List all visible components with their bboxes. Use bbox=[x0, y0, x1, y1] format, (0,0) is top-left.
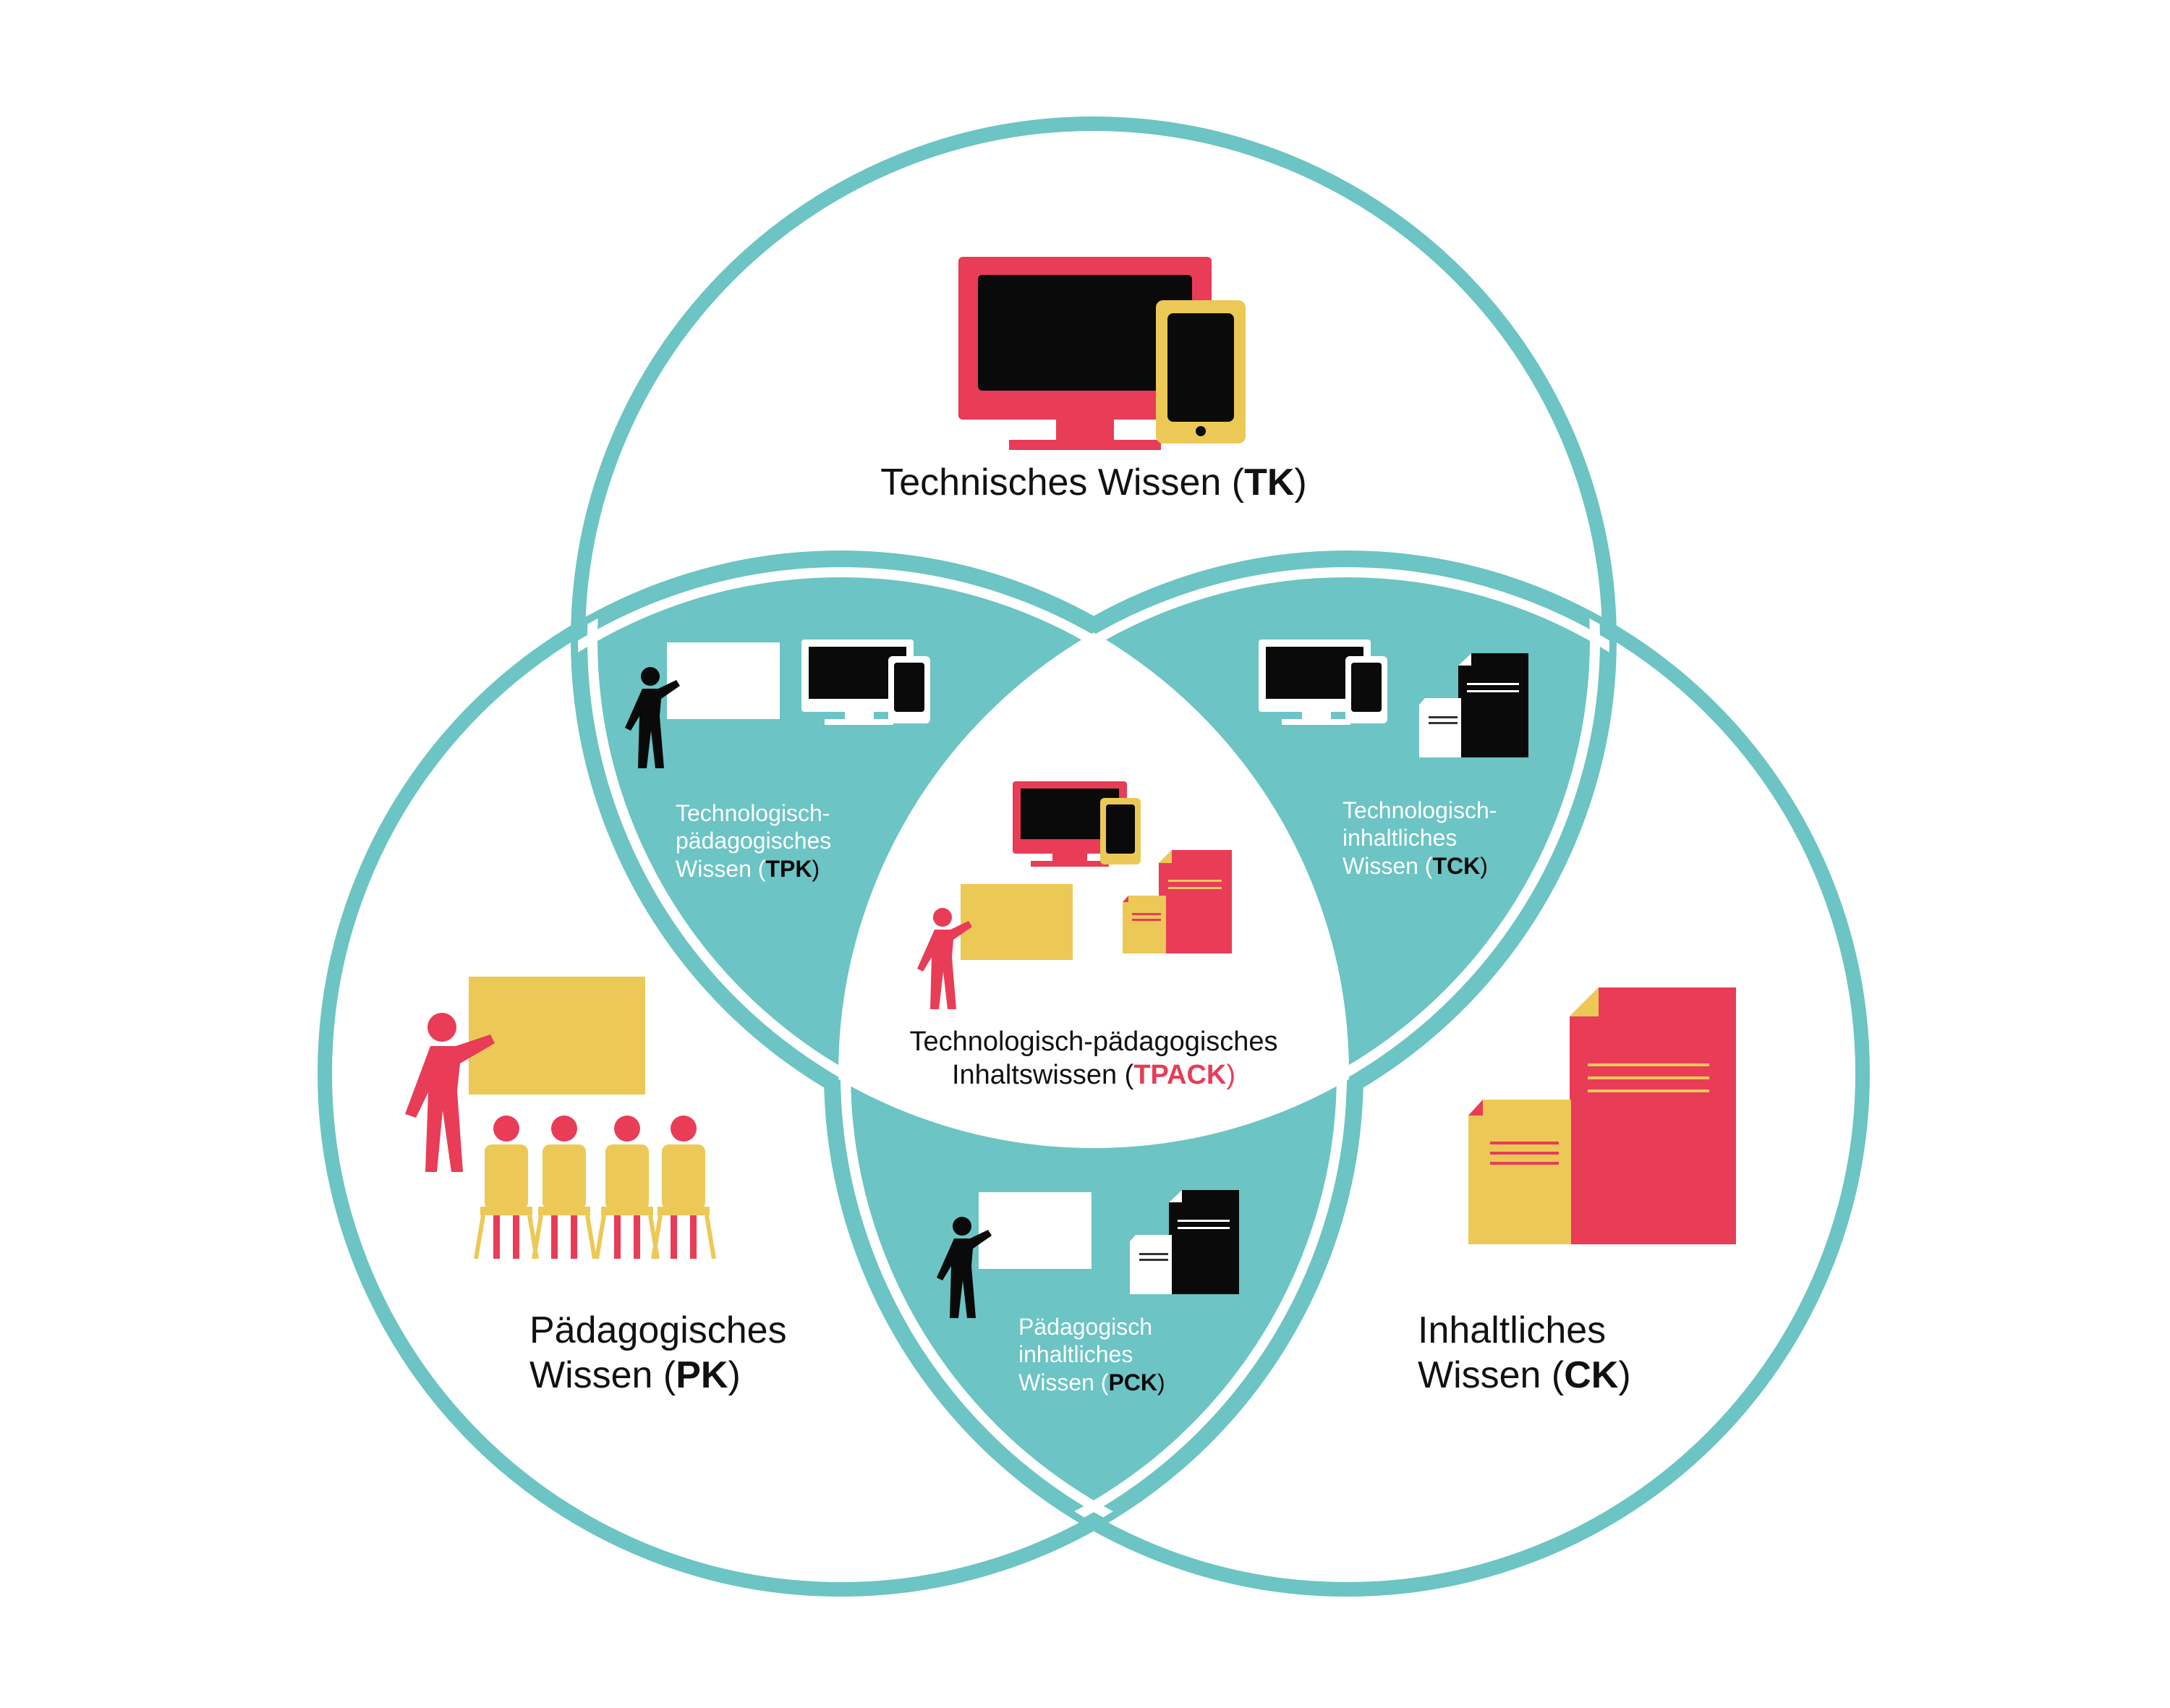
tpack-close: ) bbox=[1226, 1059, 1236, 1090]
teacher-board-icon bbox=[405, 977, 645, 1172]
students-icon bbox=[474, 1116, 716, 1259]
monitor-icon bbox=[958, 257, 1212, 450]
tck-label-line2: inhaltliches bbox=[1343, 825, 1458, 851]
tk-label-text: Technisches Wissen ( bbox=[880, 462, 1245, 504]
pk-abbr: PK bbox=[676, 1354, 728, 1397]
tck-abbr: TCK bbox=[1432, 852, 1481, 879]
devices-icon bbox=[801, 640, 930, 725]
tpk-label: Technologisch- pädagogisches Wissen (TPK… bbox=[676, 799, 831, 883]
documents-icon bbox=[1419, 653, 1528, 757]
tck-label: Technologisch- inhaltliches Wissen (TCK) bbox=[1343, 796, 1497, 880]
pck-label-line1: Pädagogisch bbox=[1018, 1314, 1153, 1340]
pck-label-line2: inhaltliches bbox=[1018, 1341, 1133, 1368]
pk-label-line1: Pädagogisches bbox=[529, 1309, 787, 1351]
tpack-label-line2: Inhaltswissen ( bbox=[951, 1059, 1134, 1090]
pck-close: ) bbox=[1157, 1369, 1165, 1395]
tpk-abbr: TPK bbox=[765, 855, 812, 882]
tablet-icon bbox=[1156, 300, 1246, 443]
tpk-close: ) bbox=[812, 855, 820, 882]
pck-abbr: PCK bbox=[1108, 1369, 1158, 1395]
pck-label-line3: Wissen ( bbox=[1018, 1369, 1109, 1395]
documents-icon bbox=[1468, 987, 1736, 1244]
tk-abbr: TK bbox=[1244, 462, 1295, 504]
ck-abbr: CK bbox=[1564, 1354, 1619, 1397]
tpk-label-line1: Technologisch- bbox=[676, 800, 830, 826]
teacher-board-icon bbox=[937, 1192, 1092, 1318]
pk-circle bbox=[318, 551, 1363, 1597]
ck-label-line2: Wissen ( bbox=[1418, 1354, 1565, 1397]
tk-close: ) bbox=[1294, 462, 1307, 504]
tpack-label-line1: Technologisch-pädagogisches bbox=[909, 1027, 1278, 1057]
ck-label-line1: Inhaltliches bbox=[1418, 1309, 1607, 1351]
devices-icon bbox=[1259, 640, 1387, 725]
tpk-label-line2: pädagogisches bbox=[676, 828, 832, 854]
teacher-board-icon bbox=[917, 884, 1073, 1009]
tpk-label-line3: Wissen ( bbox=[676, 855, 766, 882]
tk-circle bbox=[571, 116, 1617, 1163]
tck-label-line3: Wissen ( bbox=[1343, 852, 1433, 879]
tpack-abbr: TPACK bbox=[1133, 1059, 1227, 1090]
tck-close: ) bbox=[1480, 852, 1488, 879]
tk-label: Technisches Wissen (TK) bbox=[804, 460, 1383, 505]
tck-label-line1: Technologisch- bbox=[1343, 797, 1497, 823]
pk-label-line2: Wissen ( bbox=[529, 1354, 676, 1397]
pk-label: Pädagogisches Wissen (PK) bbox=[529, 1308, 787, 1398]
pck-label: Pädagogisch inhaltliches Wissen (PCK) bbox=[1018, 1313, 1165, 1396]
teacher-board-icon bbox=[625, 642, 780, 768]
ck-circle bbox=[824, 551, 1870, 1597]
documents-icon bbox=[1130, 1190, 1239, 1294]
devices-icon bbox=[1013, 781, 1141, 867]
documents-icon bbox=[1123, 850, 1232, 953]
pk-close: ) bbox=[728, 1354, 741, 1397]
ck-label: Inhaltliches Wissen (CK) bbox=[1418, 1308, 1631, 1398]
tpack-label: Technologisch-pädagogisches Inhaltswisse… bbox=[841, 1026, 1347, 1092]
ck-close: ) bbox=[1618, 1354, 1631, 1397]
